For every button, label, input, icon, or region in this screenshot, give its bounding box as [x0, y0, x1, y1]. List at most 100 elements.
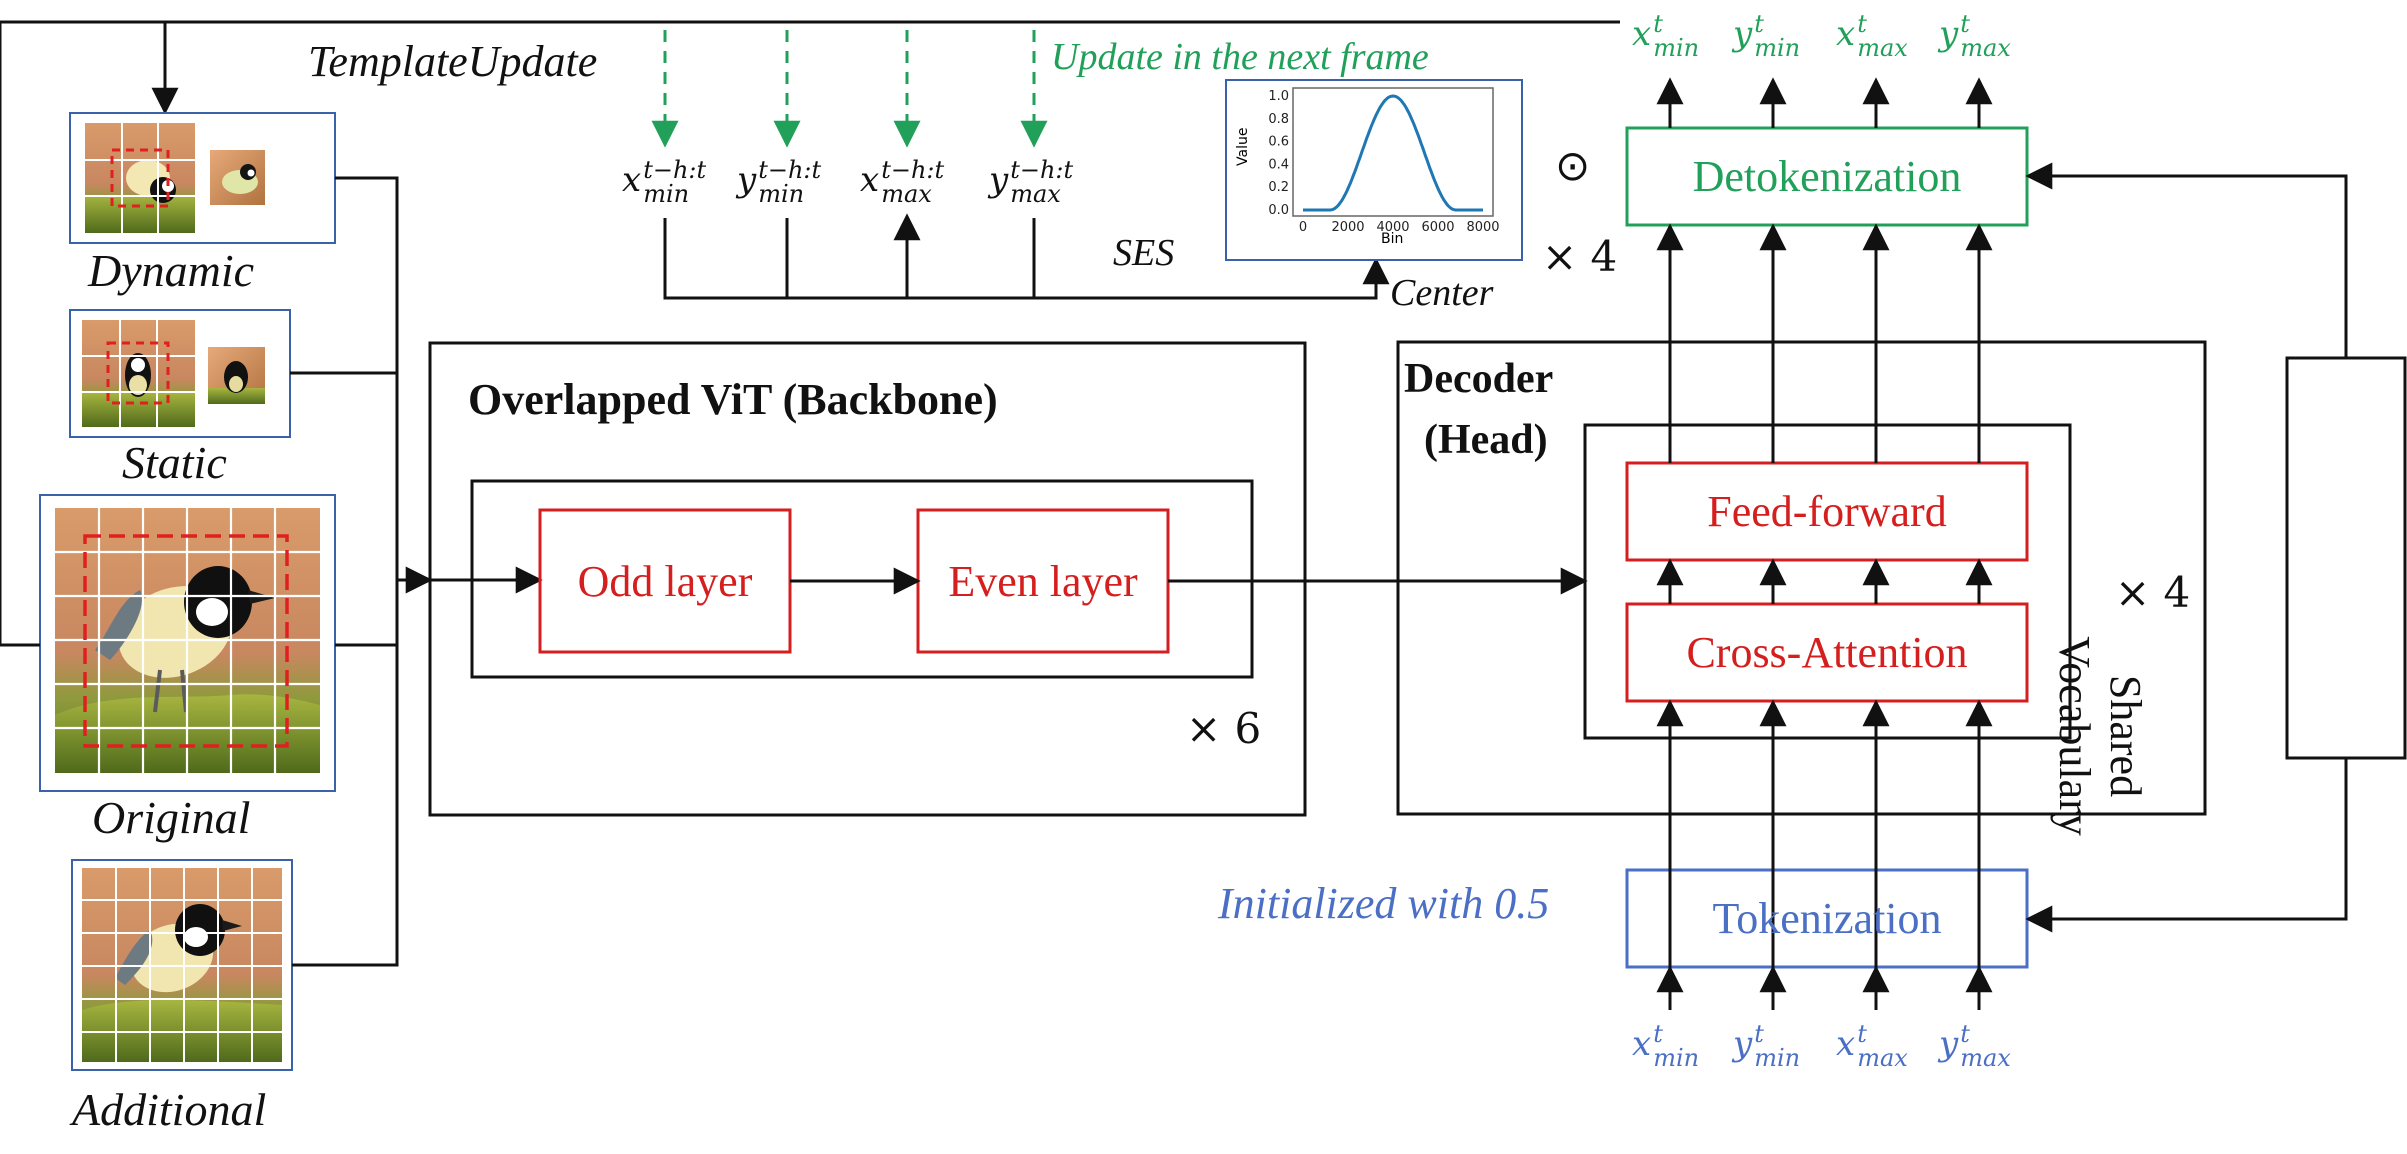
- ses-plot-xlabel: Bin: [1381, 231, 1404, 247]
- original-caption: Original: [92, 792, 251, 843]
- history-coord-3-base: y: [989, 160, 1009, 200]
- input-coord-1-base: y: [1733, 1024, 1753, 1064]
- center-label: Center: [1390, 272, 1494, 314]
- input-coord-0-sup: t: [1653, 1020, 1663, 1048]
- output-coord-0-base: x: [1632, 14, 1652, 54]
- history-coord-3-sub: max: [1010, 180, 1061, 208]
- output-coord-3-base: y: [1939, 14, 1959, 54]
- history-coord-1-sup: t−h:t: [758, 156, 822, 184]
- output-coord-3-sup: t: [1960, 10, 1970, 38]
- detokenization-label: Detokenization: [1692, 152, 1962, 201]
- additional-caption: Additional: [72, 1084, 267, 1135]
- history-coord-2-sub: max: [881, 180, 932, 208]
- input-coord-1-sub: min: [1754, 1044, 1801, 1072]
- output-coord-1-base: y: [1733, 14, 1753, 54]
- original-search-image: [39, 494, 336, 792]
- initialized-label: Initialized with 0.5: [1218, 879, 1550, 928]
- input-coord-3-sub: max: [1960, 1044, 2011, 1072]
- output-coord-1-sup: t: [1754, 10, 1764, 38]
- decoder-subtitle: (Head): [1424, 417, 1548, 463]
- input-coord-0-base: x: [1632, 1024, 1652, 1064]
- ses-label: SES: [1113, 232, 1175, 274]
- template-update-label: TemplateUpdate: [308, 37, 598, 86]
- output-coord-2-sup: t: [1857, 10, 1867, 38]
- output-coord-3-sub: max: [1960, 34, 2011, 62]
- ses-y-tick: 0.6: [1268, 135, 1289, 150]
- backbone: [428, 341, 1588, 817]
- dynamic-template-image: [69, 112, 336, 244]
- feed-forward-label: Feed-forward: [1707, 487, 1947, 536]
- output-coord-2-sub: max: [1857, 34, 1908, 62]
- ses-y-tick: 0.0: [1268, 203, 1289, 218]
- static-caption: Static: [122, 437, 227, 488]
- odd-layer-label: Odd layer: [577, 557, 753, 606]
- ses-y-tick: 0.8: [1268, 112, 1289, 127]
- additional-image: [71, 859, 293, 1071]
- history-coord-2-sup: t−h:t: [881, 156, 945, 184]
- input-coord-2-sub: max: [1857, 1044, 1908, 1072]
- input-coord-0-sub: min: [1653, 1044, 1700, 1072]
- dynamic-caption: Dynamic: [88, 245, 255, 296]
- history-lines: [651, 30, 1390, 300]
- ses-plot: 0 2000 4000 6000 8000 0.0 0.2 0.4 0.6 0.8 1.0: [1225, 79, 1523, 261]
- input-coord-2-sup: t: [1857, 1020, 1867, 1048]
- shared-vocabulary: [2025, 162, 2407, 933]
- ses-plot-ylabel: Value: [1235, 127, 1251, 166]
- shared-vocabulary-line1: Shared: [2101, 674, 2150, 798]
- cross-attention-label: Cross-Attention: [1686, 628, 1968, 677]
- times6-backbone: × 6: [1186, 704, 1262, 753]
- ses-x-tick: 6000: [1421, 220, 1454, 235]
- history-coord-1-sub: min: [758, 180, 805, 208]
- ses-y-tick: 1.0: [1268, 89, 1289, 104]
- shared-vocabulary-line2: Vocabulary: [2050, 636, 2100, 836]
- update-next-frame-label: Update in the next frame: [1051, 36, 1429, 78]
- history-coord-0-sup: t−h:t: [643, 156, 707, 184]
- feed-forward-box: [1625, 461, 2029, 562]
- static-template-image: [69, 309, 291, 438]
- ses-y-tick: 0.2: [1268, 180, 1289, 195]
- hadamard-symbol: ⊙: [1555, 141, 1591, 190]
- output-coord-0-sub: min: [1653, 34, 1700, 62]
- cross-attention-box: [1625, 602, 2029, 703]
- decoder-title: Decoder: [1404, 356, 1554, 402]
- input-coord-3-base: y: [1939, 1024, 1959, 1064]
- ses-x-tick: 4000: [1376, 220, 1409, 235]
- ses-x-tick: 2000: [1331, 220, 1364, 235]
- ses-x-tick: 8000: [1466, 220, 1499, 235]
- history-coord-3-sup: t−h:t: [1010, 156, 1074, 184]
- even-layer-label: Even layer: [948, 557, 1138, 606]
- history-coord-2-base: x: [860, 160, 880, 200]
- output-coord-2-base: x: [1836, 14, 1856, 54]
- history-coord-1-base: y: [737, 160, 757, 200]
- input-coord-2-base: x: [1836, 1024, 1856, 1064]
- input-coord-3-sup: t: [1960, 1020, 1970, 1048]
- input-merge-lines: [0, 176, 543, 967]
- shared-vocabulary-label: Shared Vocabulary: [2049, 536, 2150, 936]
- template-update-loop: [0, 20, 1620, 645]
- output-coord-0-sup: t: [1653, 10, 1663, 38]
- output-coord-1-sub: min: [1754, 34, 1801, 62]
- ses-curve: [1303, 94, 1483, 212]
- ses-y-tick: 0.4: [1268, 157, 1289, 172]
- tokenization-label: Tokenization: [1712, 894, 1942, 943]
- backbone-title: Overlapped ViT (Backbone): [468, 375, 998, 424]
- ses-x-tick: 0: [1299, 220, 1307, 235]
- times4-top: × 4: [1542, 232, 1618, 281]
- input-coord-1-sup: t: [1754, 1020, 1764, 1048]
- history-coord-0-base: x: [622, 160, 642, 200]
- times4-decoder: × 4: [2115, 568, 2191, 617]
